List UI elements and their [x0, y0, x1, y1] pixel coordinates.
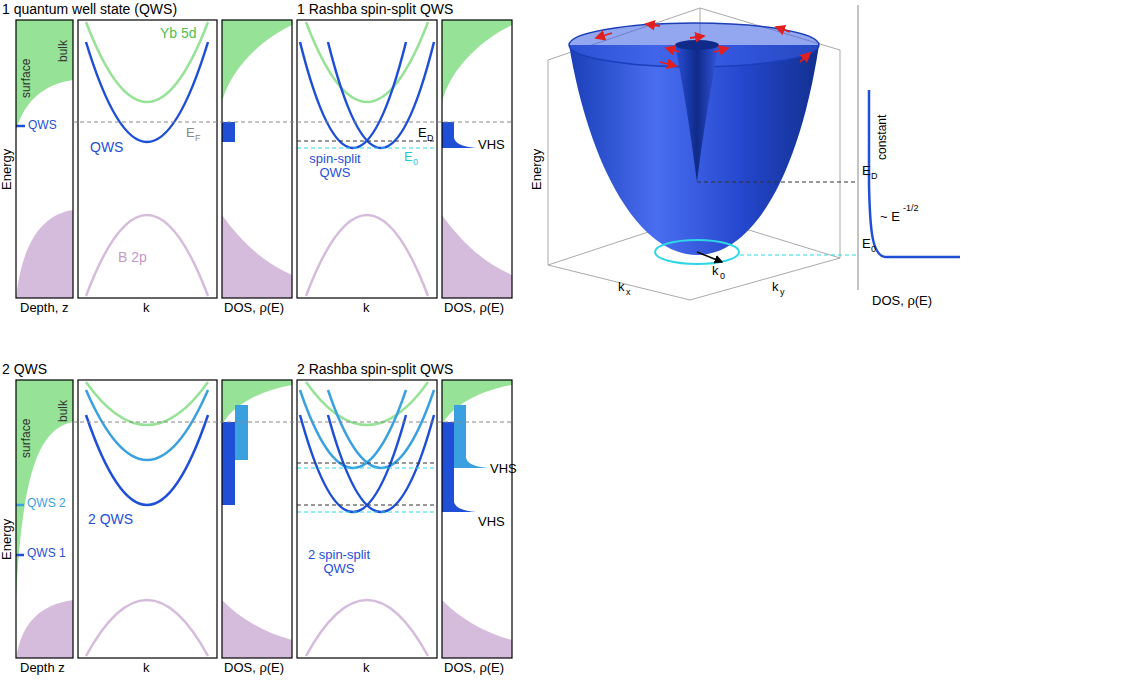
axis-label: Depth, z [20, 301, 68, 315]
level-label: E [862, 237, 871, 251]
dos-law: ~ E [880, 210, 900, 224]
axis-subscript: y [780, 288, 785, 298]
axis-subscript: 0 [720, 272, 725, 282]
level-label: E [186, 126, 195, 140]
axis-label: DOS, ρ(E) [224, 301, 284, 315]
level-subscript: 0 [413, 158, 418, 168]
level-label: E [418, 126, 427, 140]
level-subscript: 0 [871, 245, 876, 255]
axis-label: k [363, 661, 370, 675]
band-label: spin-split QWS [298, 152, 372, 181]
axis-label: k [363, 301, 370, 315]
axis-label: Depth z [20, 661, 65, 675]
axis-label: DOS, ρ(E) [444, 661, 504, 675]
axis-label: k [712, 264, 719, 278]
axis-label: DOS, ρ(E) [872, 294, 932, 308]
band-label: QWS [90, 140, 123, 155]
level-subscript: F [195, 134, 201, 144]
region-label: surface [20, 419, 33, 458]
vhs-label: VHS [478, 138, 505, 152]
dos-law: constant [876, 115, 889, 160]
vhs-label: VHS [478, 515, 505, 529]
axis-label: DOS, ρ(E) [444, 301, 504, 315]
rashba-3d [548, 5, 960, 300]
panel-title: 2 QWS [2, 362, 47, 377]
level-label: E [404, 150, 413, 164]
state-label: QWS 1 [27, 547, 66, 560]
axis-label: k [772, 280, 779, 294]
axis-subscript: x [626, 288, 631, 298]
axis-label: k [143, 301, 150, 315]
axis-label: DOS, ρ(E) [224, 661, 284, 675]
band-label: 2 QWS [88, 512, 133, 527]
band-label: 2 spin-split QWS [302, 548, 376, 577]
level-subscript: D [427, 134, 434, 144]
state-label: QWS 2 [27, 497, 66, 510]
band-label: Yb 5d [160, 26, 197, 41]
panel-title: 1 Rashba spin-split QWS [297, 2, 453, 17]
axis-label: Energy [530, 149, 544, 190]
axis-label: Energy [0, 519, 14, 560]
band-label: B 2p [118, 250, 147, 265]
axis-label: k [143, 661, 150, 675]
top-row [16, 20, 512, 298]
vhs-label: VHS [490, 462, 517, 476]
level-subscript: D [871, 172, 878, 182]
panel-title: 1 quantum well state (QWS) [2, 2, 177, 17]
level-label: E [862, 164, 871, 178]
axis-label: k [618, 280, 625, 294]
region-label: surface [20, 59, 33, 98]
region-label: bulk [57, 400, 70, 422]
region-label: bulk [57, 40, 70, 62]
state-label: QWS [28, 119, 57, 132]
axis-label: Energy [0, 149, 14, 190]
panel-title: 2 Rashba spin-split QWS [297, 362, 453, 377]
dos-law-exponent: -1/2 [903, 204, 919, 214]
bottom-row [16, 380, 512, 658]
